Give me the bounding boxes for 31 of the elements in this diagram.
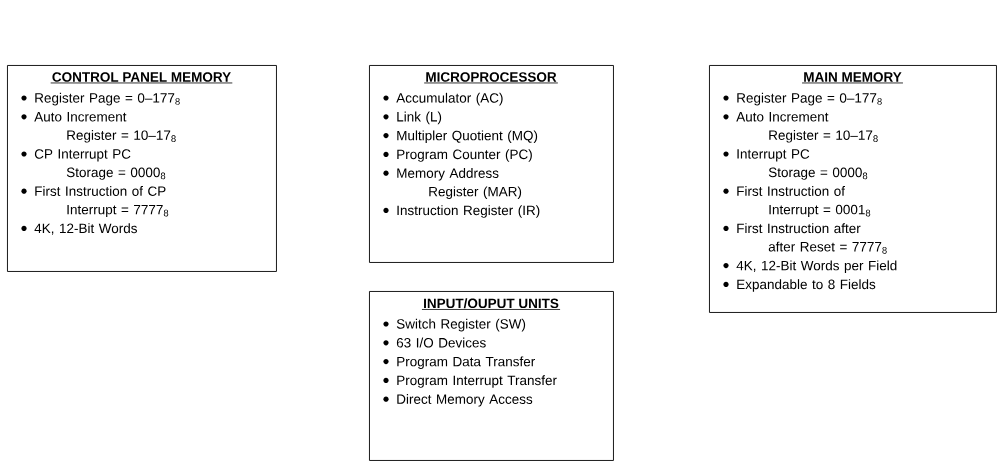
- bullet-item: First Instruction after after Reset = 7777$_{8}$: [723, 223, 887, 254]
- bullet-item: Auto Increment Register = 10–17$_{8}$: [21, 112, 176, 143]
- bullet-item: Instruction Register (IR): [383, 205, 540, 218]
- bullet-item: Auto Increment Register = 10–17$_{8}$: [723, 112, 878, 143]
- bullet-item: Expandable to 8 Fields: [723, 279, 876, 292]
- list-box: [369, 65, 614, 263]
- bullet-item: 4K, 12-Bit Words per Field: [723, 260, 897, 273]
- box-heading: MAIN MEMORY: [801, 72, 904, 84]
- bullet-item: Accumulator (AC): [383, 92, 503, 106]
- bullet-item: Memory Address Register (MAR): [383, 168, 522, 199]
- bullet-item: Program Counter (PC): [383, 149, 532, 162]
- bullet-item: First Instruction of Interrupt = 0001$_{8}$: [723, 186, 871, 217]
- bullet-item: Link (L): [383, 111, 442, 125]
- box-heading: MICROPROCESSOR: [423, 72, 559, 84]
- box-heading: INPUT/OUPUT UNITS: [421, 298, 561, 310]
- bullet-item: Program Data Transfer: [383, 356, 535, 369]
- bullet-item: CP Interrupt PC Storage = 0000$_{8}$: [21, 149, 166, 180]
- bullet-item: Interrupt PC Storage = 0000$_{8}$: [723, 149, 868, 180]
- list-box: [7, 65, 277, 272]
- bullet-item: Switch Register (SW): [383, 318, 526, 332]
- box-heading: CONTROL PANEL MEMORY: [50, 72, 233, 84]
- bullet-item: Program Interrupt Transfer: [383, 375, 557, 388]
- list-box: [709, 65, 997, 313]
- bullet-item: First Instruction of CP Interrupt = 7777$_{8}$: [21, 186, 169, 217]
- bullet-item: Register Page = 0–177$_{8}$: [723, 92, 882, 106]
- bullet-item: Direct Memory Access: [383, 394, 533, 407]
- bullet-item: Register Page = 0–177$_{8}$: [21, 92, 180, 106]
- bullet-item: Multipler Quotient (MQ): [383, 130, 538, 143]
- bullet-item: 63 I/O Devices: [383, 337, 486, 348]
- bullet-item: 4K, 12-Bit Words: [21, 223, 137, 235]
- list-box: [369, 291, 614, 461]
